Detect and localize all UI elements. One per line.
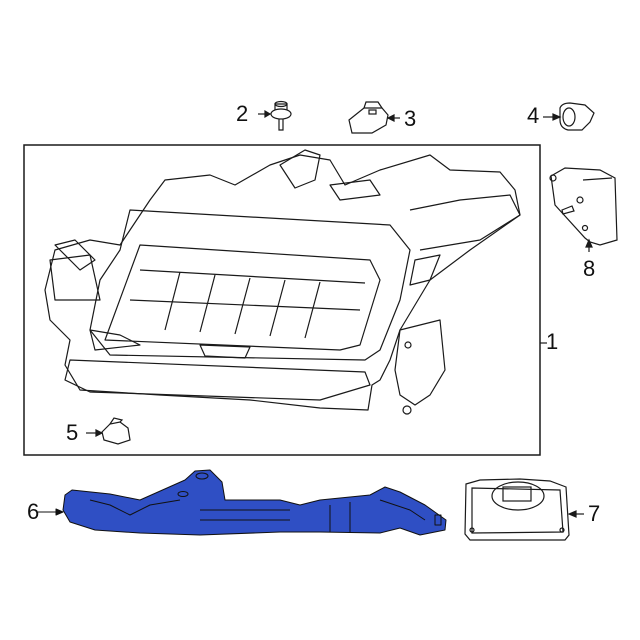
callout-5[interactable]: 5 (66, 420, 79, 445)
callout-8[interactable]: 8 (583, 256, 596, 281)
callout-2[interactable]: 2 (236, 101, 249, 126)
bolt-drawing (258, 100, 292, 131)
grommet-drawing (543, 102, 595, 131)
clip-5-drawing (86, 417, 131, 445)
callout-7[interactable]: 7 (588, 501, 601, 526)
clip-3-drawing (348, 101, 400, 134)
ballast-module-drawing (549, 167, 618, 252)
callout-1[interactable]: 1 (546, 329, 559, 354)
mounting-bracket-drawing (38, 469, 447, 536)
control-module-drawing (464, 478, 584, 541)
callout-3[interactable]: 3 (404, 106, 417, 131)
headlamp-assembly-drawing (44, 149, 521, 415)
callout-4[interactable]: 4 (527, 103, 540, 128)
assembly-frame (23, 144, 541, 456)
callout-6[interactable]: 6 (27, 499, 40, 524)
